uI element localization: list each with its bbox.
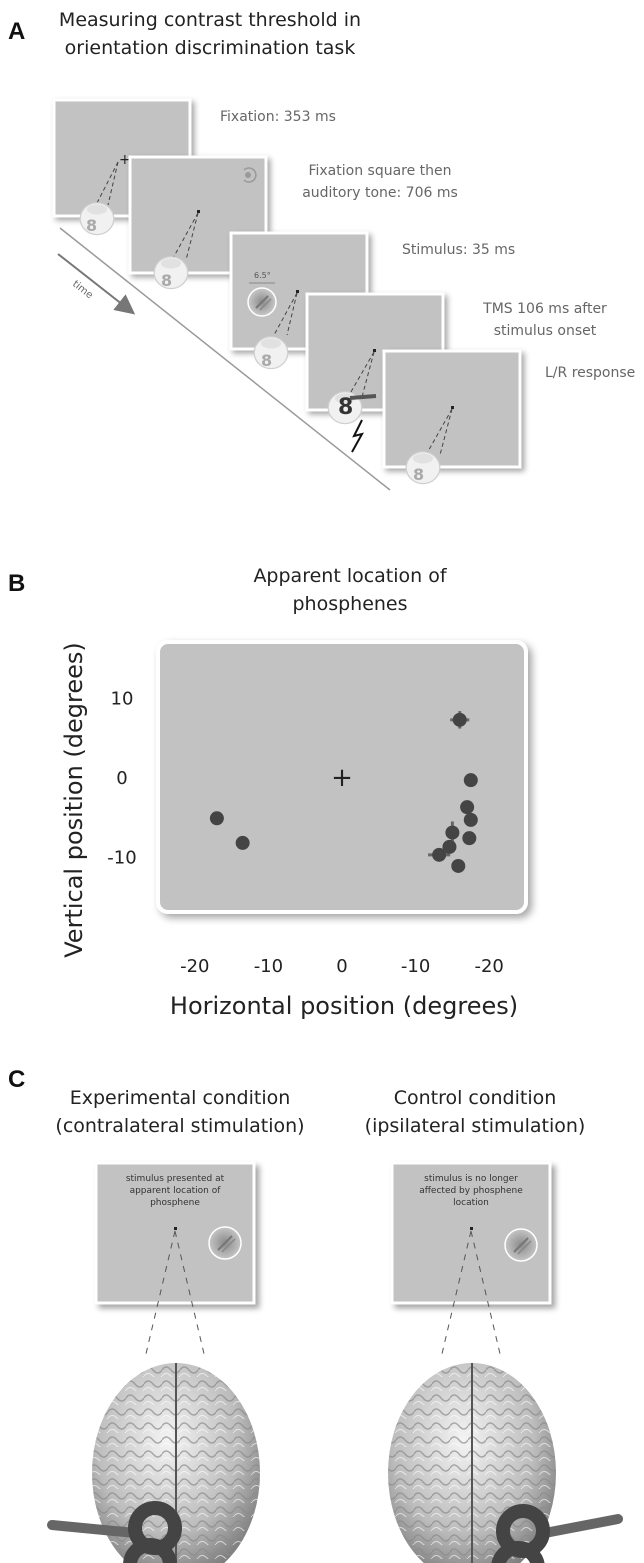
x-tick-labels: -20 -10 0 -10 -20 <box>180 956 504 977</box>
data-point <box>235 835 250 850</box>
control-condition: stimulus is no longer affected by phosph… <box>388 1161 623 1563</box>
data-point <box>452 712 467 727</box>
step-label-stimulus: Stimulus: 35 ms <box>402 239 515 261</box>
step-label-response: L/R response <box>545 362 635 384</box>
data-point <box>432 847 447 862</box>
panel-a-title: Measuring contrast threshold in orientat… <box>40 6 380 62</box>
panel-c-letter: C <box>8 1066 26 1093</box>
tms-coil-icon <box>491 1504 550 1563</box>
data-point <box>462 831 477 846</box>
screen-response: 8 <box>382 349 522 485</box>
right-title-line2: (ipsilateral stimulation) <box>364 1115 586 1137</box>
panel-a-title-line1: Measuring contrast threshold in <box>58 9 362 31</box>
y-tick-label: 10 <box>111 689 134 710</box>
step-label-tms: TMS 106 ms after stimulus onset <box>470 298 620 342</box>
y-axis-label: Vertical position (degrees) <box>60 642 88 958</box>
step-label-line: L/R response <box>545 365 636 381</box>
phosphene-scatter-chart: 10 0 -10 -20 -10 0 -10 -20 + Vertical position… <box>60 640 528 1020</box>
trial-sequence-diagram: time + 8 8 6.5° 8 <box>52 98 522 491</box>
fixation-point-icon <box>470 1227 473 1230</box>
tms-coil-icon <box>123 1501 182 1563</box>
panel-b-title-line2: phosphenes <box>292 593 408 615</box>
step-label-fixation-square: Fixation square then auditory tone: 706 … <box>290 160 470 204</box>
x-axis-label: Horizontal position (degrees) <box>170 992 518 1020</box>
step-label-line: stimulus onset <box>493 323 597 339</box>
data-point <box>451 858 466 873</box>
data-point <box>460 800 475 815</box>
tms-pulse-icon <box>351 419 364 453</box>
step-label-line: Fixation: 353 ms <box>220 109 336 125</box>
data-point <box>209 811 224 826</box>
step-label-line: Stimulus: 35 ms <box>402 242 516 258</box>
left-title-line1: Experimental condition <box>69 1087 291 1109</box>
right-note-line: location <box>453 1198 489 1208</box>
step-label-line: TMS 106 ms after <box>483 301 607 317</box>
fixation-cross-marker: + <box>331 763 353 793</box>
step-label-line: auditory tone: 706 ms <box>302 185 458 201</box>
left-note-line: apparent location of <box>130 1186 222 1196</box>
y-tick-label: 0 <box>116 768 127 789</box>
experimental-condition: stimulus presented at apparent location … <box>47 1161 260 1563</box>
panel-b-title-line1: Apparent location of <box>253 565 447 587</box>
screen-stimulus: 6.5° 8 <box>229 231 369 370</box>
panel-c-left-title: Experimental condition (contralateral st… <box>40 1084 320 1140</box>
step-label-line: Fixation square then <box>308 163 452 179</box>
plot-background <box>156 640 528 914</box>
x-tick-label: 0 <box>336 956 347 977</box>
panel-b-title: Apparent location of phosphenes <box>190 562 510 618</box>
coil-icon: 8 <box>413 465 424 484</box>
y-tick-label: -10 <box>107 847 136 868</box>
timeline-baseline <box>59 227 391 491</box>
stimulus-size-label: 6.5° <box>254 271 271 280</box>
x-tick-label: -20 <box>180 956 209 977</box>
sound-icon <box>243 167 257 183</box>
time-label: time <box>70 279 95 302</box>
coil-icon: 8 <box>161 271 172 290</box>
data-point <box>442 839 457 854</box>
panel-a-title-line2: orientation discrimination task <box>64 37 356 59</box>
panel-b-letter: B <box>8 570 26 597</box>
panel-c-right-title: Control condition (ipsilateral stimulati… <box>345 1084 605 1140</box>
data-point <box>445 825 460 840</box>
coil-icon: 8 <box>86 216 97 235</box>
right-title-line1: Control condition <box>393 1087 557 1109</box>
y-tick-labels: 10 0 -10 <box>107 689 136 869</box>
fixation-point-icon <box>174 1227 177 1230</box>
coil-icon: 8 <box>261 351 272 370</box>
coil-handle <box>540 1514 623 1538</box>
x-tick-label: -20 <box>474 956 503 977</box>
left-note-line: phosphene <box>150 1198 200 1208</box>
right-note-line: affected by phosphene <box>419 1186 523 1196</box>
left-title-line2: (contralateral stimulation) <box>55 1115 305 1137</box>
data-point <box>463 812 478 827</box>
coil-handle <box>47 1520 140 1538</box>
fixation-square-icon <box>197 210 200 213</box>
x-tick-label: -10 <box>254 956 283 977</box>
x-tick-label: -10 <box>401 956 430 977</box>
active-coil-icon: 8 <box>338 395 353 420</box>
step-label-fixation: Fixation: 353 ms <box>220 106 336 128</box>
panel-a-letter: A <box>8 18 26 45</box>
time-arrow <box>57 253 136 315</box>
right-note-line: stimulus is no longer <box>424 1174 518 1184</box>
left-note-line: stimulus presented at <box>126 1174 225 1184</box>
stimulation-conditions-diagram: stimulus presented at apparent location … <box>47 1161 623 1563</box>
data-point <box>463 773 478 788</box>
fixation-cross-icon: + <box>119 152 131 168</box>
data-points <box>209 712 478 873</box>
